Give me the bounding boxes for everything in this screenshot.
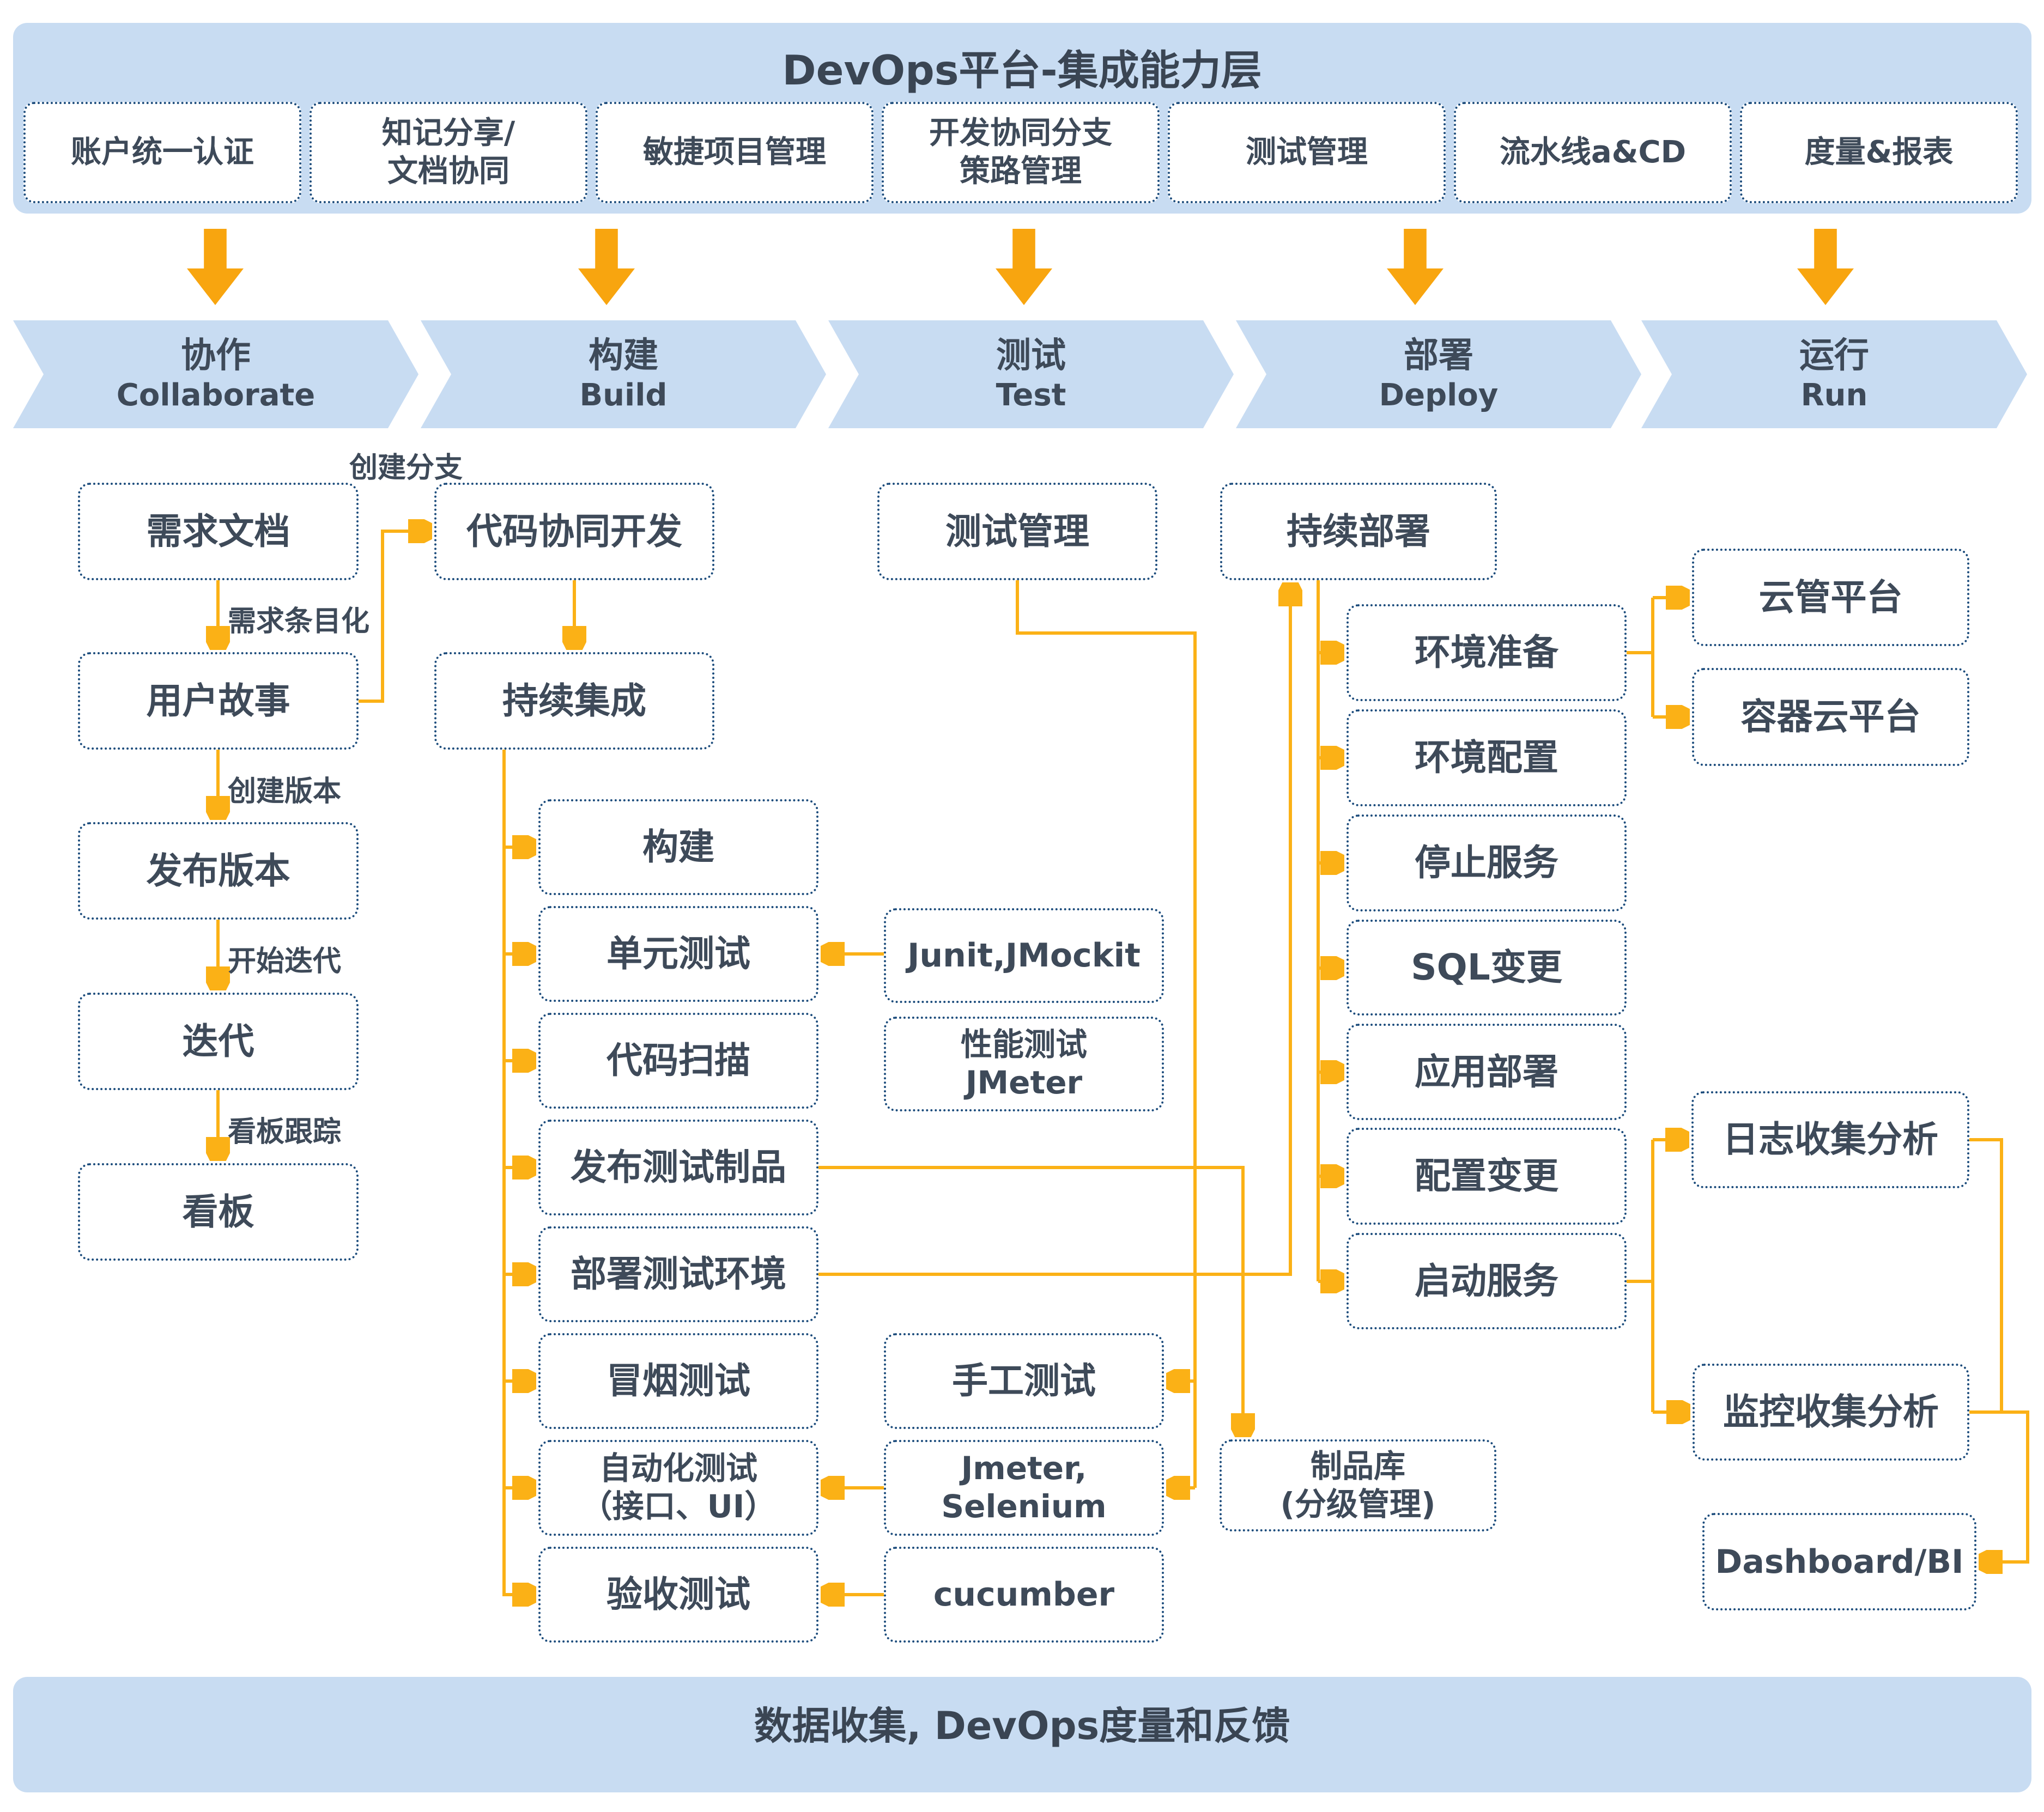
stage-collaborate-zh: 协作 bbox=[181, 336, 251, 376]
stage-collaborate-en: Collaborate bbox=[116, 377, 316, 413]
node-release-version: 发布版本 bbox=[78, 822, 359, 920]
footer-band bbox=[13, 1677, 2031, 1792]
capability-metrics: 度量&报表 bbox=[1740, 102, 2018, 203]
edge-label-itemize-req: 需求条目化 bbox=[228, 605, 370, 638]
node-sql-change: SQL变更 bbox=[1347, 920, 1627, 1016]
node-app-deploy: 应用部署 bbox=[1347, 1024, 1627, 1120]
node-kanban: 看板 bbox=[78, 1163, 359, 1261]
node-user-story: 用户故事 bbox=[78, 652, 359, 750]
stage-deploy-en: Deploy bbox=[1379, 377, 1499, 413]
edge-label-create-version: 创建版本 bbox=[228, 775, 342, 808]
node-iteration: 迭代 bbox=[78, 993, 359, 1090]
capability-knowledge-share: 知记分享/ 文档协同 bbox=[310, 102, 587, 203]
node-code-collab: 代码协同开发 bbox=[434, 483, 714, 580]
edge-label-kanban-track: 看板跟踪 bbox=[228, 1116, 342, 1148]
edge-label-create-branch: 创建分支 bbox=[349, 452, 463, 484]
node-acceptance-test: 验收测试 bbox=[538, 1547, 818, 1643]
node-stop-service: 停止服务 bbox=[1347, 814, 1627, 911]
capability-test-mgmt: 测试管理 bbox=[1168, 102, 1446, 203]
node-junit-jmockit: Junit,JMockit bbox=[884, 908, 1164, 1003]
capability-pipeline: 流水线a&CD bbox=[1454, 102, 1732, 203]
node-jmeter-selenium: Jmeter, Selenium bbox=[884, 1440, 1164, 1536]
node-config-change: 配置变更 bbox=[1347, 1128, 1627, 1225]
stage-deploy-zh: 部署 bbox=[1404, 336, 1473, 376]
capability-branch-policy: 开发协同分支 策路管理 bbox=[882, 102, 1160, 203]
stage-build-en: Build bbox=[579, 377, 668, 413]
node-dashboard-bi: Dashboard/BI bbox=[1702, 1513, 1976, 1610]
page-title: DevOps平台-集成能力层 bbox=[782, 46, 1262, 94]
node-publish-artifact: 发布测试制品 bbox=[538, 1120, 818, 1215]
node-cd: 持续部署 bbox=[1220, 483, 1497, 580]
stage-run-zh: 运行 bbox=[1799, 336, 1869, 376]
stage-test-en: Test bbox=[996, 377, 1066, 413]
node-unit-test: 单元测试 bbox=[538, 906, 818, 1002]
edge-label-start-iteration: 开始迭代 bbox=[228, 945, 342, 978]
node-monitor-analysis: 监控收集分析 bbox=[1693, 1364, 1969, 1461]
stage-test: 测试 Test bbox=[828, 320, 1234, 428]
node-artifact-repo: 制品库 (分级管理) bbox=[1220, 1439, 1496, 1531]
node-build: 构建 bbox=[538, 799, 818, 895]
stage-run: 运行 Run bbox=[1641, 320, 2027, 428]
node-cucumber: cucumber bbox=[884, 1547, 1164, 1643]
stage-deploy: 部署 Deploy bbox=[1236, 320, 1641, 428]
node-manual-test: 手工测试 bbox=[884, 1333, 1164, 1429]
capability-agile-pm: 敏捷项目管理 bbox=[596, 102, 874, 203]
edge-loganalysis-out bbox=[1969, 1138, 2003, 1412]
node-env-config: 环境配置 bbox=[1347, 709, 1627, 806]
stage-test-zh: 测试 bbox=[996, 336, 1066, 376]
node-container-cloud: 容器云平台 bbox=[1692, 668, 1969, 766]
edge-create-branch bbox=[359, 531, 432, 703]
node-deploy-test-env: 部署测试环境 bbox=[538, 1226, 818, 1322]
edge-testmgmt-trunk bbox=[1016, 580, 1197, 1488]
stage-collaborate: 协作 Collaborate bbox=[13, 320, 418, 428]
stage-run-en: Run bbox=[1800, 377, 1868, 413]
edge-publish-to-artifactrepo bbox=[818, 1166, 1243, 1437]
node-cloud-mgmt: 云管平台 bbox=[1692, 549, 1969, 646]
node-log-analysis: 日志收集分析 bbox=[1691, 1091, 1969, 1188]
edge-deploytestenv-to-cd bbox=[818, 582, 1290, 1276]
node-code-scan: 代码扫描 bbox=[538, 1013, 818, 1109]
node-test-mgmt: 测试管理 bbox=[877, 483, 1157, 580]
node-perf-test: 性能测试 JMeter bbox=[884, 1017, 1164, 1111]
node-ci: 持续集成 bbox=[434, 652, 714, 750]
capability-unified-auth: 账户统一认证 bbox=[23, 102, 301, 203]
node-smoke-test: 冒烟测试 bbox=[538, 1333, 818, 1429]
stage-build-zh: 构建 bbox=[589, 336, 658, 376]
edge-merge-to-dashboard bbox=[1979, 1410, 2029, 1562]
node-env-prepare: 环境准备 bbox=[1347, 604, 1627, 701]
stage-build: 构建 Build bbox=[421, 320, 826, 428]
node-auto-test: 自动化测试 （接口、UI） bbox=[538, 1440, 818, 1536]
node-req-doc: 需求文档 bbox=[78, 483, 359, 580]
footer-title: 数据收集, DevOps度量和反馈 bbox=[754, 1704, 1290, 1748]
node-start-service: 启动服务 bbox=[1347, 1233, 1627, 1329]
